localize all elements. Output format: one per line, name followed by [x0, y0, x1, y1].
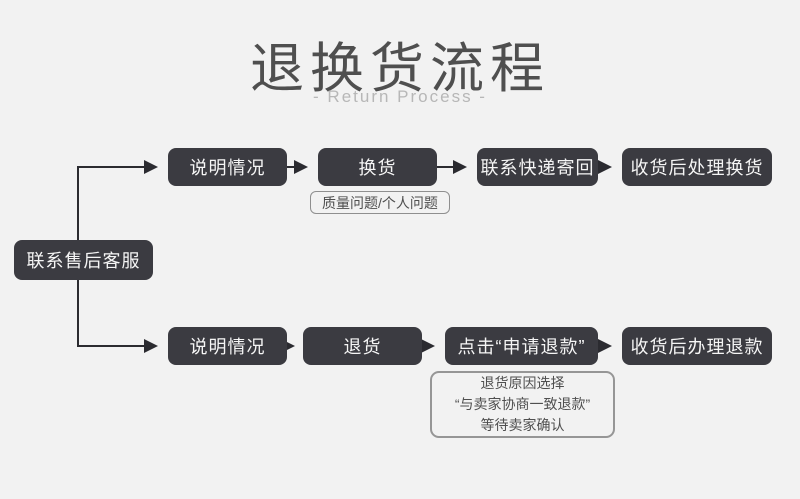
refund-reason-note: 退货原因选择 “与卖家协商一致退款” 等待卖家确认	[430, 371, 615, 438]
node-click-apply-refund: 点击“申请退款”	[445, 327, 598, 365]
refund-note-line-3: 等待卖家确认	[480, 417, 565, 433]
node-explain-situation-top: 说明情况	[168, 148, 287, 186]
node-process-refund-after-receipt: 收货后办理退款	[622, 327, 772, 365]
page-subtitle: - Return Process -	[313, 87, 487, 106]
node-explain-situation-bottom: 说明情况	[168, 327, 287, 365]
refund-note-line-2: “与卖家协商一致退款”	[454, 396, 591, 412]
refund-note-line-1: 退货原因选择	[480, 375, 565, 391]
node-exchange-goods: 换货	[318, 148, 437, 186]
node-contact-after-sales-service: 联系售后客服	[14, 240, 153, 280]
node-process-exchange-after-receipt: 收货后处理换货	[622, 148, 772, 186]
page-title: 退换货流程	[250, 39, 550, 99]
node-return-goods: 退货	[303, 327, 422, 365]
node-contact-courier-return: 联系快递寄回	[477, 148, 598, 186]
exchange-reason-tag: 质量问题/个人问题	[310, 191, 450, 214]
